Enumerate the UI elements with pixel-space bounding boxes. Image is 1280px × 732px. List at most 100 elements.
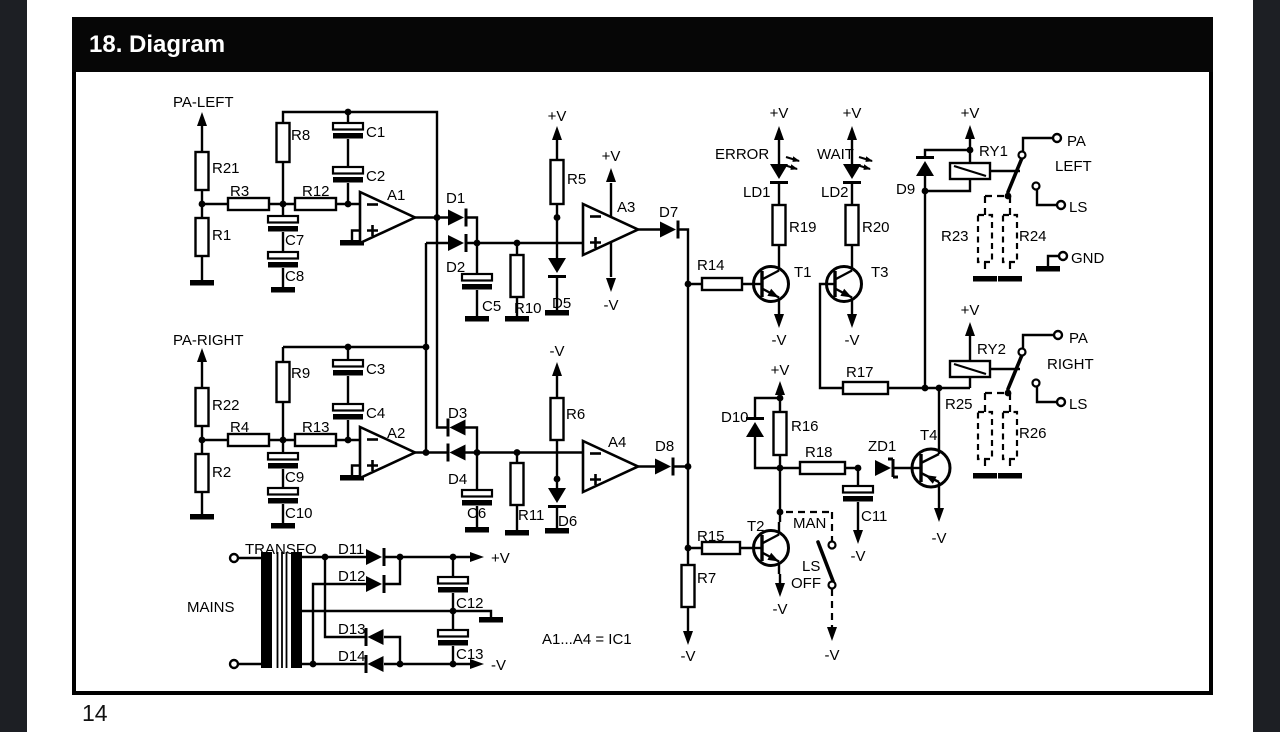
page-number: 14 [82,700,108,726]
diode-d5 [546,256,568,278]
label-minus-v-t2: -V [773,601,788,618]
label-c7: C7 [285,232,304,249]
label-man: MAN [793,515,826,532]
label-r5: R5 [567,171,586,188]
label-plus-v-r5: +V [548,108,567,125]
left-margin-band [0,0,27,732]
label-plus-v-ry2: +V [961,302,980,319]
resistor-r2 [194,452,210,494]
label-transfo: TRANSFO [245,541,317,558]
capacitor-c6 [460,488,494,507]
capacitor-c12 [436,575,470,594]
label-d3: D3 [448,405,467,422]
resistor-r7 [680,563,696,609]
label-r21: R21 [212,160,240,177]
label-r16: R16 [791,418,819,435]
label-r15: R15 [697,528,725,545]
diode-d13 [364,626,385,648]
label-off: OFF [791,575,821,592]
label-c8: C8 [285,268,304,285]
label-c9: C9 [285,469,304,486]
label-gnd: GND [1071,250,1105,267]
resistor-r18 [798,460,847,476]
transistor-t1 [751,256,791,312]
resistor-r8 [275,121,291,164]
label-r3: R3 [230,183,249,200]
resistor-r26 [1001,410,1019,461]
label-d9: D9 [896,181,915,198]
label-mains: MAINS [187,599,235,616]
label-pa-1: PA [1067,133,1086,150]
label-d4: D4 [448,471,467,488]
label-pa-left: PA-LEFT [173,94,234,111]
resistor-r3 [226,196,271,212]
label-minus-v-t1: -V [772,332,787,349]
label-r24: R24 [1019,228,1047,245]
label-wait: WAIT [817,146,854,163]
resistor-r4 [226,432,271,448]
label-pa-2: PA [1069,330,1088,347]
label-r11: R11 [518,507,544,524]
resistor-r21 [194,150,210,192]
transformer [228,552,302,670]
label-c13: C13 [456,646,484,663]
label-minus-v-c11: -V [851,548,866,565]
capacitor-c7 [266,214,300,233]
led-ld1 [768,154,803,184]
label-r4: R4 [230,419,249,436]
label-c6: C6 [467,505,486,522]
label-c5: C5 [482,298,501,315]
relay-ry1 [948,132,1069,262]
label-r9: R9 [291,365,310,382]
dashed-wires [786,194,1012,627]
label-minus-v-t3: -V [845,332,860,349]
label-plus-v-ld2: +V [843,105,862,122]
mains-terminal-bottom [228,658,240,670]
capacitor-c11 [841,484,875,503]
diode-d4 [446,442,467,463]
label-plus-v-a3: +V [602,148,621,165]
capacitor-c4 [331,402,365,421]
resistor-r11 [509,461,525,507]
label-r1: R1 [212,227,231,244]
diode-d8 [653,456,675,477]
diode-d1 [446,207,468,228]
resistor-r23 [976,213,994,264]
label-d8: D8 [655,438,674,455]
resistors [194,121,1019,609]
label-t2: T2 [747,518,765,535]
resistor-r24 [1001,213,1019,264]
label-r26: R26 [1019,425,1047,442]
label-c10: C10 [285,505,313,522]
label-d6: D6 [558,513,577,530]
label-r20: R20 [862,219,890,236]
resistor-r5 [549,158,565,206]
label-r17: R17 [846,364,874,381]
label-t1: T1 [794,264,812,281]
label-a3: A3 [617,199,635,216]
capacitor-c3 [331,358,365,377]
label-c12: C12 [456,595,484,612]
label-d7: D7 [659,204,678,221]
label-d12: D12 [338,568,366,585]
resistor-r6 [549,396,565,442]
label-r18: R18 [805,444,833,461]
capacitor-c5 [460,272,494,291]
label-r23: R23 [941,228,969,245]
capacitor-c8 [266,250,300,269]
label-d11: D11 [338,541,364,558]
label-minus-v-t4: -V [932,530,947,547]
resistor-r19 [771,203,787,247]
label-ic-note: A1...A4 = IC1 [542,631,632,648]
label-d2: D2 [446,259,465,276]
label-ld2: LD2 [821,184,849,201]
label-plus-v-ry1: +V [961,105,980,122]
label-right: RIGHT [1047,356,1094,373]
label-t4: T4 [920,427,938,444]
resistor-r22 [194,386,210,428]
resistor-r25 [976,410,994,461]
resistor-r20 [844,203,860,247]
label-r6: R6 [566,406,585,423]
label-error: ERROR [715,146,769,163]
